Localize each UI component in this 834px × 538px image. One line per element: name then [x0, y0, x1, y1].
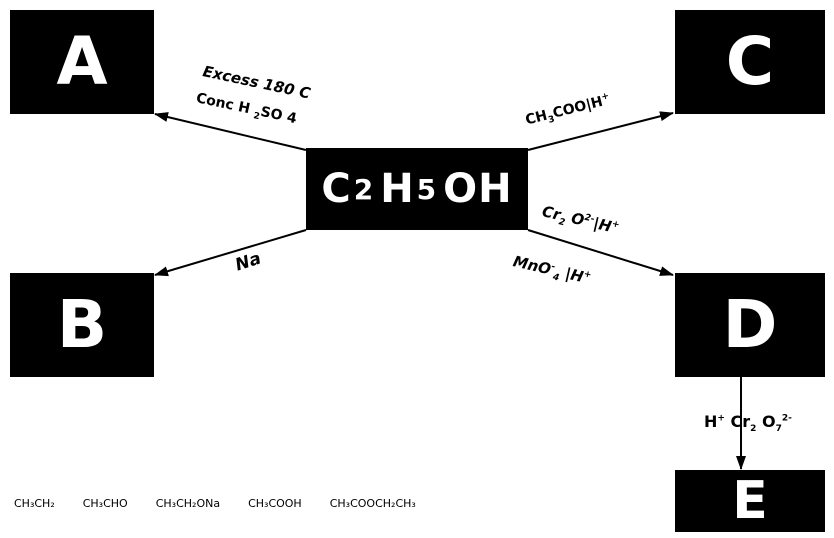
product-letter-b: B — [56, 286, 108, 363]
formula-h: H — [380, 166, 415, 212]
arrow-to-d — [527, 229, 674, 276]
condition-to-d1-post: |H — [591, 214, 614, 236]
condition-to-d1-mid: O — [564, 207, 586, 230]
arrow-to-a — [154, 112, 307, 151]
condition-to-d2-sup: - — [550, 261, 557, 273]
product-letter-d: D — [722, 286, 778, 363]
product-box-c: C — [675, 10, 825, 114]
answer-options: CH₃CH₂ CH₃CHO CH₃CH₂ONa CH₃COOH CH₃COOCH… — [14, 497, 664, 510]
product-box-e: E — [675, 470, 825, 532]
condition-to-d2-post: |H — [558, 263, 586, 286]
option-item: CH₃CH₂ONa — [155, 497, 221, 510]
product-box-a: A — [10, 10, 154, 114]
formula-c-subscript: 2 — [353, 172, 375, 206]
option-item: CH₃COOH — [248, 497, 302, 510]
option-item: CH₃CH₂ — [14, 497, 55, 510]
formula-oh: OH — [443, 166, 513, 212]
formula-c: C — [321, 166, 352, 212]
product-box-b: B — [10, 273, 154, 377]
product-box-d: D — [675, 273, 825, 377]
condition-to-e-sup2: 2- — [781, 413, 792, 424]
condition-to-e: H+ Cr2 O72- — [704, 412, 792, 434]
condition-to-c-text: CH — [523, 107, 550, 129]
arrow-to-b — [154, 229, 307, 277]
condition-to-e-o: O — [756, 412, 776, 431]
product-letter-a: A — [56, 23, 108, 100]
condition-to-e-mid: Cr — [724, 412, 751, 431]
product-letter-e: E — [732, 471, 768, 531]
option-item: CH₃COOCH₂CH₃ — [329, 497, 416, 510]
option-item: CH₃CHO — [82, 497, 128, 510]
condition-to-e-text: H — [704, 412, 718, 431]
condition-to-e-sub2: 7 — [775, 424, 782, 435]
product-letter-c: C — [725, 23, 775, 100]
condition-to-e-sup: + — [717, 413, 725, 424]
condition-to-e-sub: 2 — [750, 424, 757, 435]
formula-h-subscript: 5 — [416, 172, 438, 206]
arrow-to-c — [527, 111, 674, 151]
